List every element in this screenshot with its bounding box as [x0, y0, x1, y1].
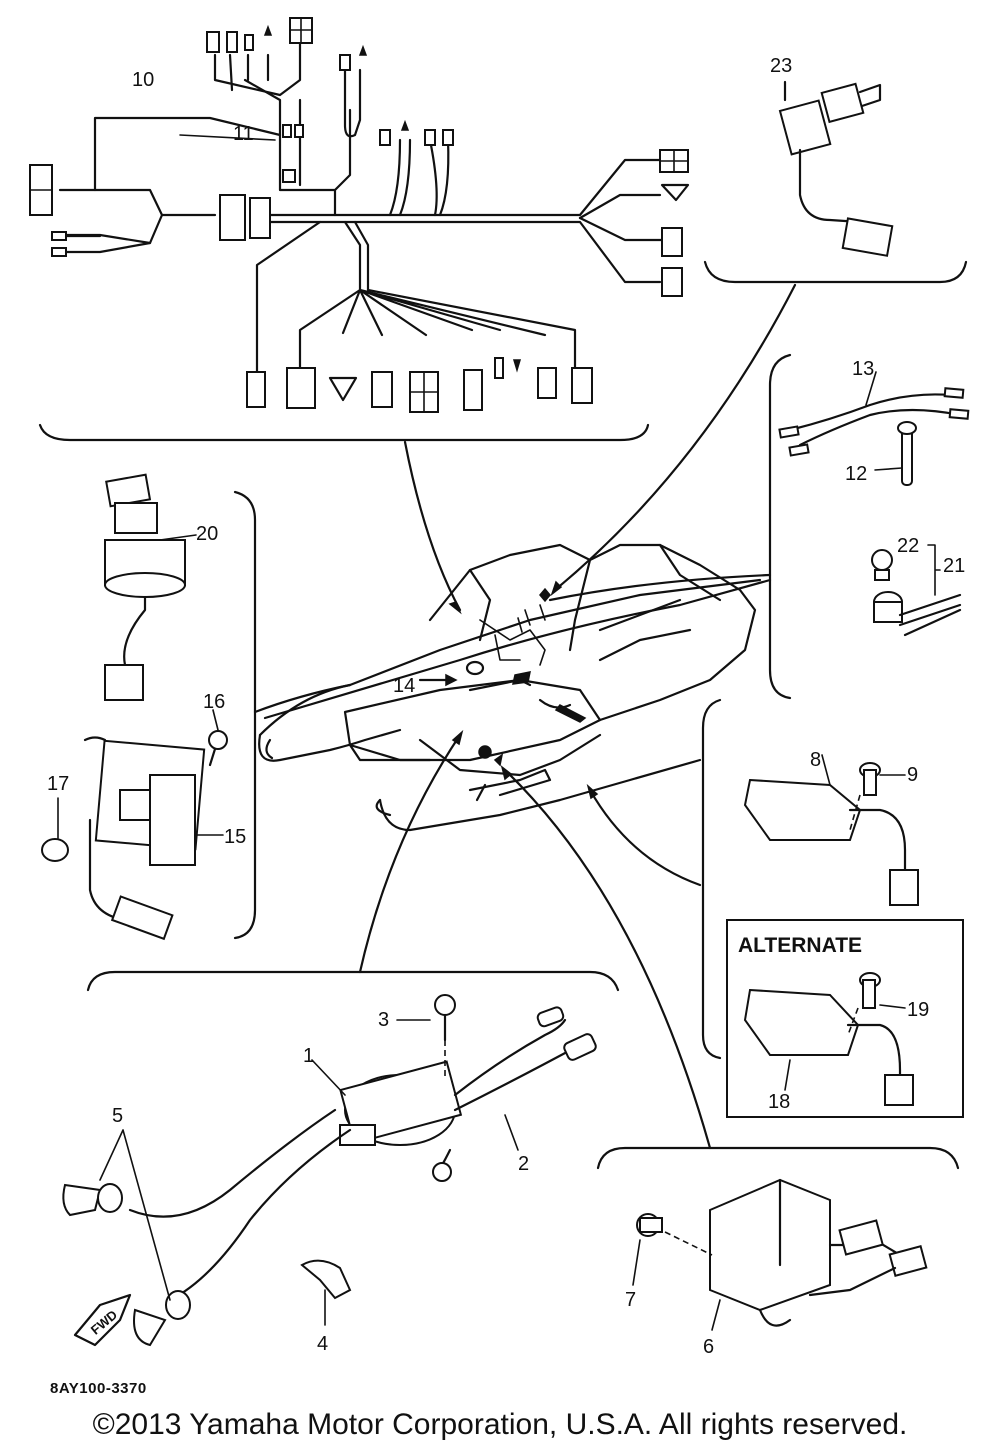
parts-21-22 — [871, 544, 962, 637]
snowmobile-outline — [258, 543, 772, 832]
copyright-notice: ©2013 Yamaha Motor Corporation, U.S.A. A… — [92, 1408, 908, 1441]
leader-arrows — [253, 283, 797, 1150]
callout-8: 8 — [810, 749, 821, 771]
callout-2: 2 — [518, 1153, 529, 1175]
callout-14: 14 — [393, 675, 415, 697]
callout-4: 4 — [317, 1333, 328, 1355]
callout-labels: 10 11 23 13 12 22 21 20 14 16 17 15 8 9 … — [47, 55, 965, 1358]
callout-5: 5 — [112, 1105, 123, 1127]
callout-11: 11 — [233, 123, 254, 145]
callout-6: 6 — [703, 1336, 714, 1358]
callout-1: 1 — [303, 1045, 314, 1067]
callout-3: 3 — [378, 1009, 389, 1031]
callout-17: 17 — [47, 773, 69, 795]
callout-10: 10 — [132, 69, 154, 91]
document-code: 8AY100-3370 — [50, 1380, 147, 1397]
callout-19: 19 — [907, 999, 929, 1021]
part-15-relay — [41, 709, 228, 941]
callout-20: 20 — [196, 523, 218, 545]
callout-9: 9 — [907, 764, 918, 786]
callout-18: 18 — [768, 1091, 790, 1113]
cdi-unit — [632, 1178, 928, 1331]
parts-8-9-regulator — [743, 754, 919, 906]
callout-12: 12 — [845, 463, 867, 485]
parts-12-13 — [778, 371, 970, 486]
callout-13: 13 — [852, 358, 874, 380]
callout-15: 15 — [224, 826, 246, 848]
callout-7: 7 — [625, 1289, 636, 1311]
ignition-coil-group — [62, 994, 597, 1347]
fwd-arrow-label: FWD — [88, 1307, 120, 1338]
part-20-key-switch — [104, 473, 197, 701]
wire-harness — [29, 17, 690, 413]
part-23-switch — [778, 80, 894, 257]
alternate-label: ALTERNATE — [738, 934, 862, 957]
group-brackets — [38, 260, 968, 1170]
callout-16: 16 — [203, 691, 225, 713]
callout-22: 22 — [897, 535, 919, 557]
alternate-box — [726, 919, 964, 1118]
callout-23: 23 — [770, 55, 792, 77]
callout-21: 21 — [943, 555, 965, 577]
